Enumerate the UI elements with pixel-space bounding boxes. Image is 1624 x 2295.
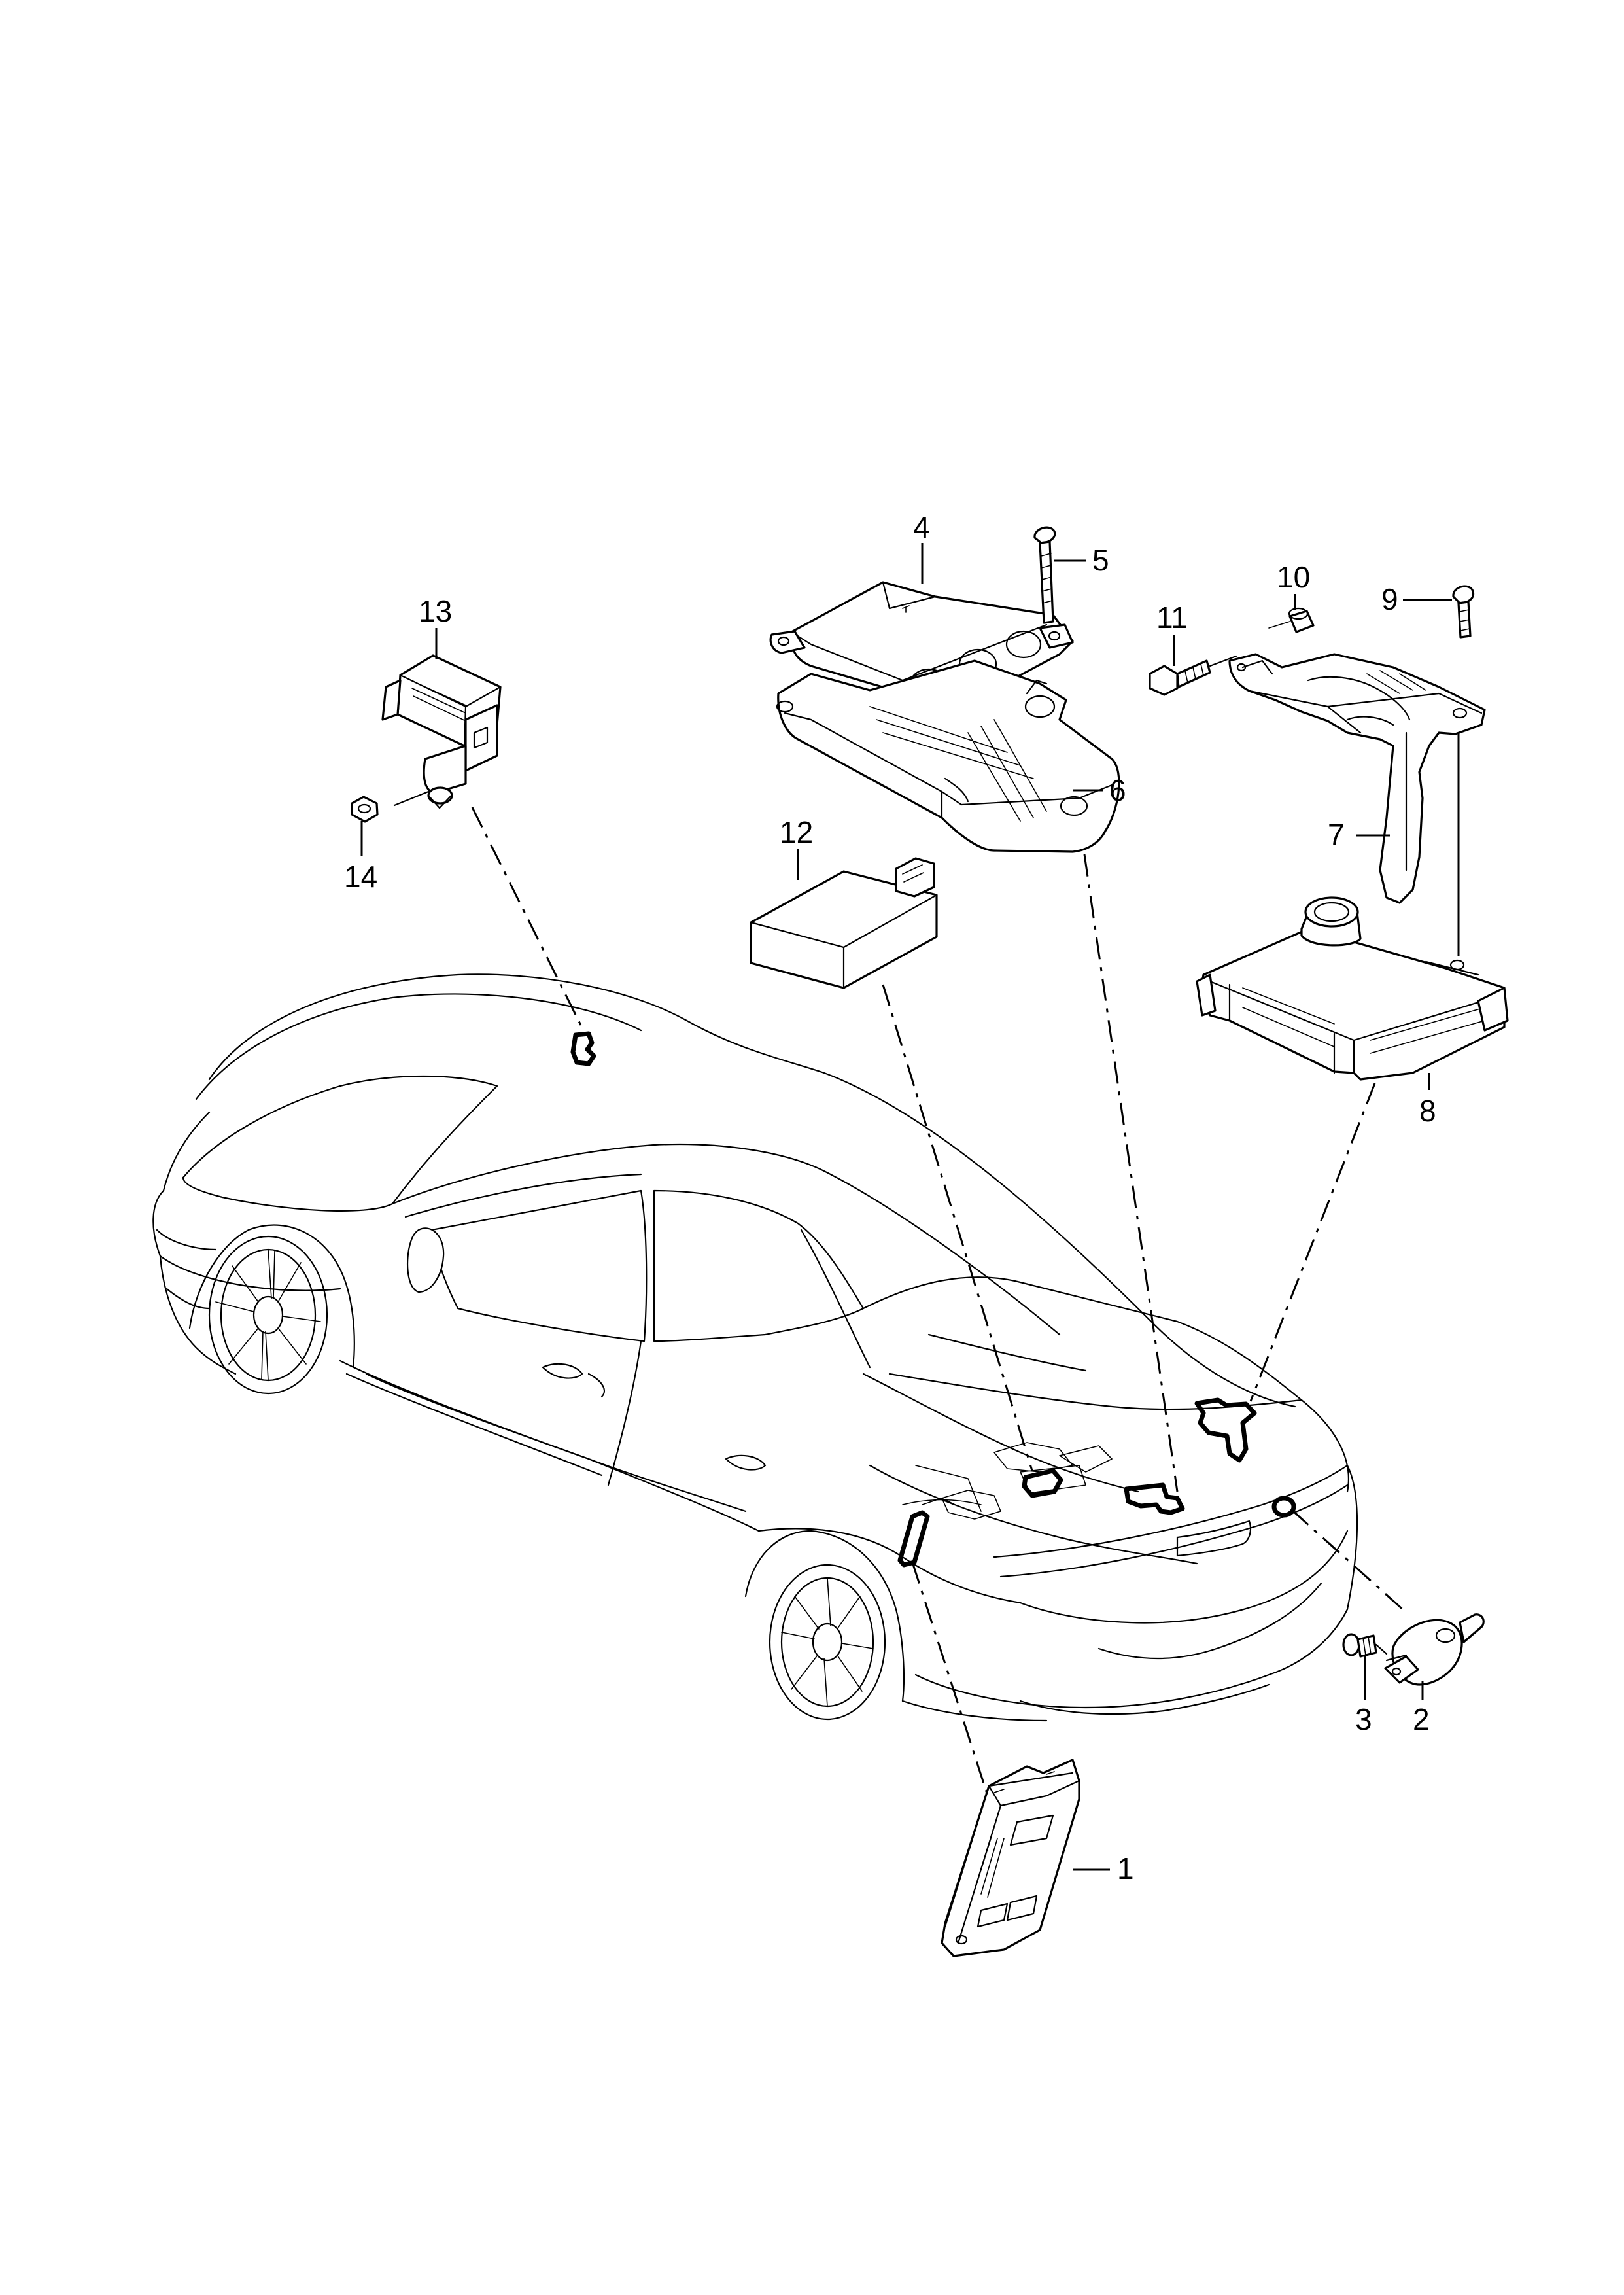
car-outline	[152, 973, 1358, 1722]
location-6	[1124, 1482, 1185, 1515]
callout-6: 6	[1109, 773, 1126, 807]
part-14-nut	[351, 796, 379, 823]
part-3-bolt	[1342, 1633, 1388, 1658]
location-2	[1271, 1496, 1296, 1518]
callout-13: 13	[419, 594, 452, 628]
leader-lines	[360, 543, 1452, 1871]
callout-12: 12	[780, 815, 813, 849]
callout-labels: 1 2 3 4 5 6 7 8 9 10 11 12 13 14	[344, 510, 1436, 1885]
part-13-sensor	[351, 654, 502, 823]
callout-5: 5	[1092, 543, 1109, 577]
location-8	[1194, 1397, 1257, 1463]
reference-lines	[471, 712, 1460, 1806]
callout-3: 3	[1355, 1702, 1372, 1736]
part-8-control-unit	[1196, 896, 1509, 1081]
location-12	[1022, 1468, 1063, 1498]
rear-wheel	[769, 1564, 886, 1721]
callout-1: 1	[1117, 1851, 1134, 1885]
callout-10: 10	[1277, 560, 1310, 594]
location-1	[897, 1510, 930, 1568]
callout-2: 2	[1413, 1702, 1430, 1736]
location-markers	[570, 1031, 1296, 1568]
part-11-screw	[1149, 665, 1179, 696]
location-13	[570, 1031, 596, 1066]
callout-9: 9	[1381, 582, 1398, 616]
part-10-stud	[1288, 610, 1315, 633]
part-5-screw	[1033, 526, 1056, 544]
front-wheel	[208, 1235, 328, 1395]
part-9-screw	[1452, 585, 1475, 604]
part-4-6-housing	[769, 526, 1120, 853]
part-12-module	[750, 857, 938, 989]
deck-hardware	[922, 1442, 1113, 1520]
callout-8: 8	[1419, 1094, 1436, 1128]
callout-7: 7	[1328, 818, 1345, 852]
callout-11: 11	[1156, 601, 1188, 635]
callout-14: 14	[344, 860, 377, 894]
part-1-module	[941, 1759, 1080, 1957]
part-7-bracket	[1149, 585, 1486, 904]
callout-4: 4	[913, 510, 930, 544]
part-2-sensor	[1384, 1613, 1485, 1686]
